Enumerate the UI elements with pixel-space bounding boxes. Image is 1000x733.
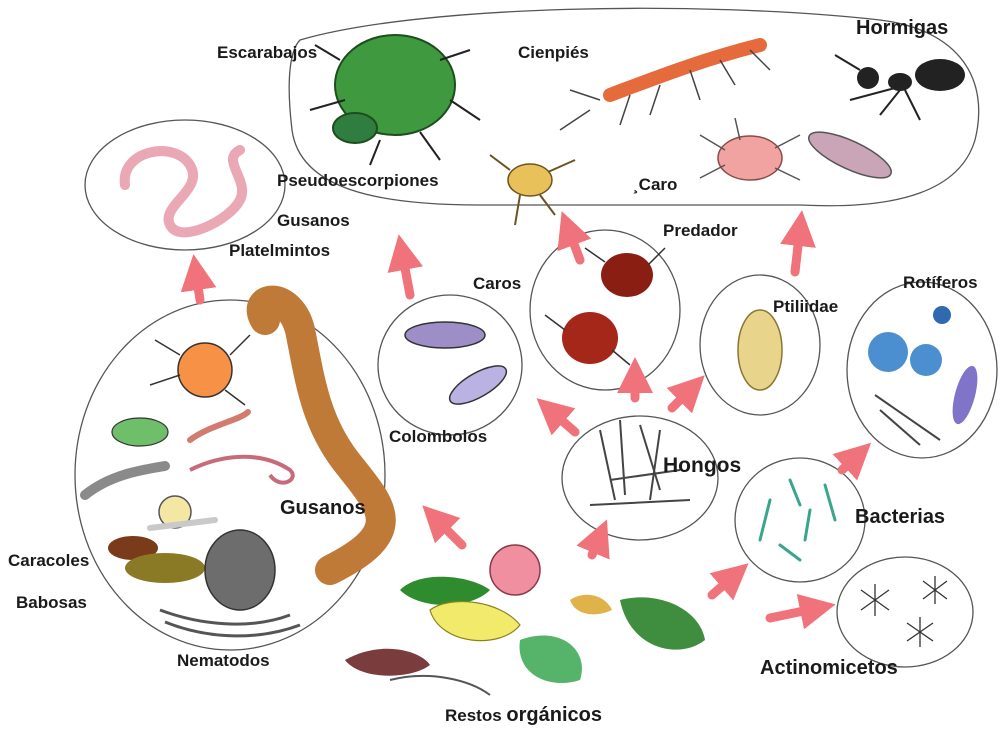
predator-mite-illustration [700,118,800,180]
label-nematodos: Nematodos [177,652,270,669]
label-bacterias: Bacterias [855,507,945,527]
ant-illustration [835,55,965,120]
thin-worm-illustration [190,457,293,483]
label-colombolos: Colombolos [389,428,487,445]
actinomicetos-outline [837,557,973,667]
caros-outline [530,230,680,390]
nematode-illustration [160,610,300,636]
label-restos-a: Restos [445,706,506,725]
colombolos-outline [378,295,522,435]
label-caracoles: Caracoles [8,552,89,569]
woodlouse-illustration [205,530,275,610]
earthworm-illustration [262,301,381,570]
label-hongos: Hongos [663,455,741,476]
label-escarabajos: Escarabajos [217,44,317,61]
mite-red-illustration [545,248,665,365]
label-restos-b: orgánicos [506,704,602,726]
label-actinomicetos: Actinomicetos [760,658,898,678]
slug-olive-illustration [125,553,205,583]
larva-illustration [85,466,165,495]
snail-illustration [150,496,215,528]
centipede-illustration [560,45,770,130]
pseudoscorpion-illustration [490,155,575,225]
label-gusanos-top: Gusanos [277,212,350,229]
mite-orange-illustration [150,335,250,405]
label-rotiferos: Rotíferos [903,274,978,291]
bacteria-illustration [760,480,835,560]
beetle-illustration [310,35,480,165]
hongos-outline [562,416,718,540]
label-gusanos: Gusanos [280,498,366,518]
label-restos-organicos: Restos orgánicos [445,705,602,725]
label-babosas: Babosas [16,594,87,611]
label-platelmintos: Platelmintos [229,242,330,259]
organic-debris-illustration [345,545,705,695]
ptiliidae-illustration [738,310,782,390]
bacterias-outline [735,458,865,582]
label-pseudoescorpiones: Pseudoescorpiones [277,172,439,189]
small-worm-illustration [190,412,248,440]
springtail-top-illustration [803,123,896,186]
rotifer-illustration [868,306,982,445]
label-predador: Predador [663,222,738,239]
springtail-lilac-illustration [444,359,511,412]
flatworm-illustration [125,150,242,232]
label-caros: Caros [473,275,521,292]
green-bug-illustration [112,418,168,446]
label-cienpies: Cienpiés [518,44,589,61]
label-hormigas: Hormigas [856,18,948,38]
label-caro: ¸Caro [633,176,677,193]
label-ptiliidae: Ptiliidae [773,298,838,315]
actinomycetes-illustration [861,576,947,647]
springtail-purple-illustration [405,322,485,348]
